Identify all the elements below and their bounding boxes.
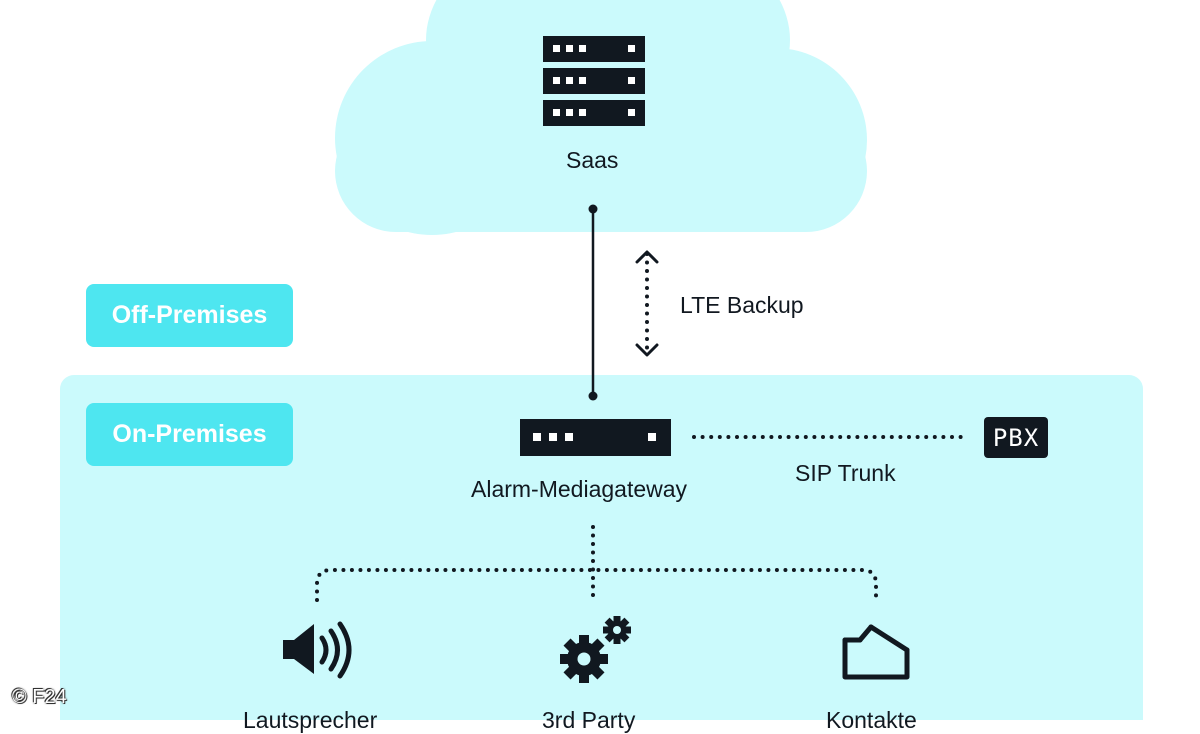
contacts-label: Kontakte [826,707,917,733]
primary-connection-line [588,204,598,401]
copyright-notice: © F24 [12,686,67,708]
gateway-device-icon [520,419,671,456]
off-premises-badge: Off-Premises [86,284,293,347]
server-rack-icon [543,36,645,126]
off-premises-label: Off-Premises [111,301,268,329]
third-party-label: 3rd Party [542,707,636,733]
speaker-icon [283,621,352,679]
lte-backup-label: LTE Backup [680,292,804,318]
pbx-box: PBX [984,417,1048,458]
switch-contact-icon [842,624,910,680]
gateway-label: Alarm-Mediagateway [471,476,688,502]
gears-icon [560,616,631,683]
saas-label: Saas [566,147,619,173]
on-premises-label: On-Premises [112,420,267,448]
endpoint-connection-tree [315,525,878,605]
on-premises-badge: On-Premises [86,403,293,466]
sip-trunk-label: SIP Trunk [795,460,896,486]
speaker-label: Lautsprecher [243,707,378,733]
lte-backup-arrow [635,250,659,357]
